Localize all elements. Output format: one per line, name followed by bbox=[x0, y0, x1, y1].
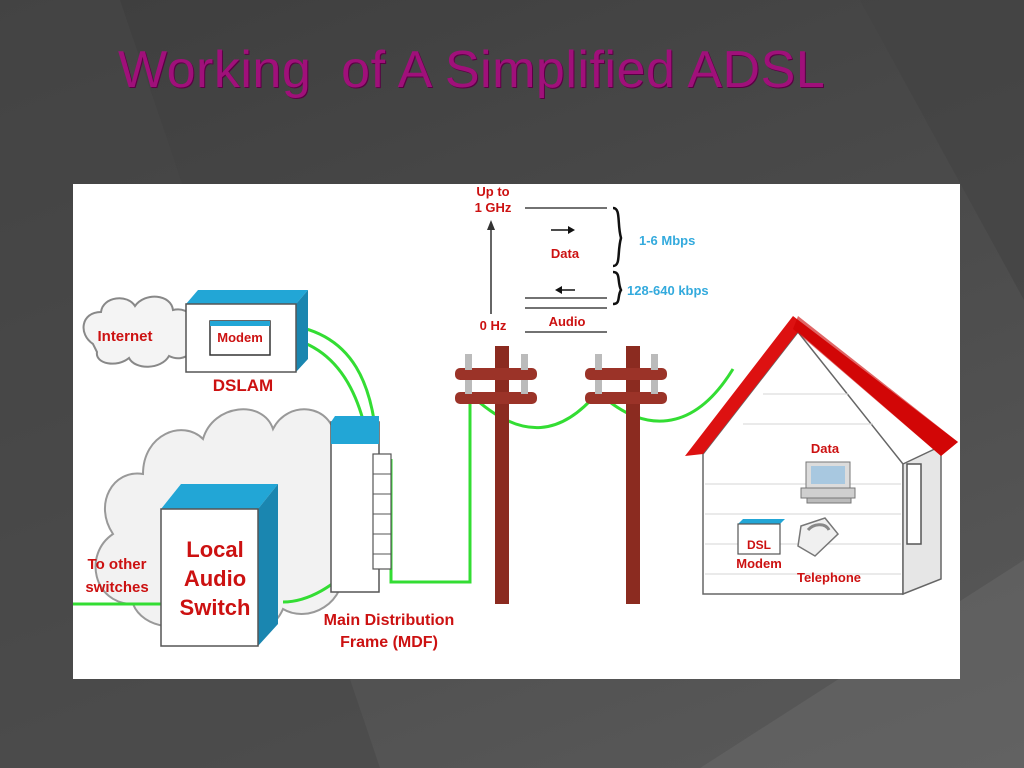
slide-title: Working of A Simplified ADSL bbox=[118, 41, 826, 99]
frequency-spectrum bbox=[487, 206, 623, 333]
switch-label-line3: Switch bbox=[180, 595, 251, 620]
other-switches-line1: To other bbox=[88, 556, 147, 573]
mdf-label-line1: Main Distribution bbox=[324, 612, 455, 629]
dsl-modem-line2: Modem bbox=[736, 556, 782, 571]
main-distribution-frame bbox=[330, 416, 392, 593]
spectrum-data-label: Data bbox=[551, 246, 580, 261]
spectrum-bottom-label: 0 Hz bbox=[480, 318, 507, 333]
upstream-rate-label: 128-640 kbps bbox=[627, 283, 709, 298]
adsl-diagram-svg: Internet Modem DSLAM Local bbox=[73, 184, 958, 651]
dsl-modem bbox=[737, 519, 785, 555]
telephone-pole-2 bbox=[585, 346, 667, 604]
other-switches-line2: switches bbox=[85, 579, 148, 596]
telephone-icon bbox=[797, 517, 840, 557]
spectrum-top-label-line1: Up to bbox=[476, 184, 509, 199]
downstream-rate-label: 1-6 Mbps bbox=[639, 233, 695, 248]
computer-icon bbox=[800, 461, 856, 504]
dslam-label: DSLAM bbox=[213, 376, 273, 395]
adsl-diagram: Internet Modem DSLAM Local bbox=[73, 184, 960, 679]
dsl-modem-line1: DSL bbox=[747, 538, 771, 552]
modem-label: Modem bbox=[217, 330, 263, 345]
local-audio-switch bbox=[160, 484, 278, 647]
spectrum-audio-label: Audio bbox=[549, 314, 586, 329]
telephone-pole-1 bbox=[455, 346, 537, 604]
dslam bbox=[185, 290, 308, 373]
internet-label: Internet bbox=[97, 328, 152, 345]
switch-label-line2: Audio bbox=[184, 566, 246, 591]
switch-label-line1: Local bbox=[186, 537, 243, 562]
house-data-label: Data bbox=[811, 441, 840, 456]
spectrum-top-label-line2: 1 GHz bbox=[475, 200, 512, 215]
telephone-label: Telephone bbox=[797, 570, 861, 585]
mdf-label-line2: Frame (MDF) bbox=[340, 634, 438, 651]
